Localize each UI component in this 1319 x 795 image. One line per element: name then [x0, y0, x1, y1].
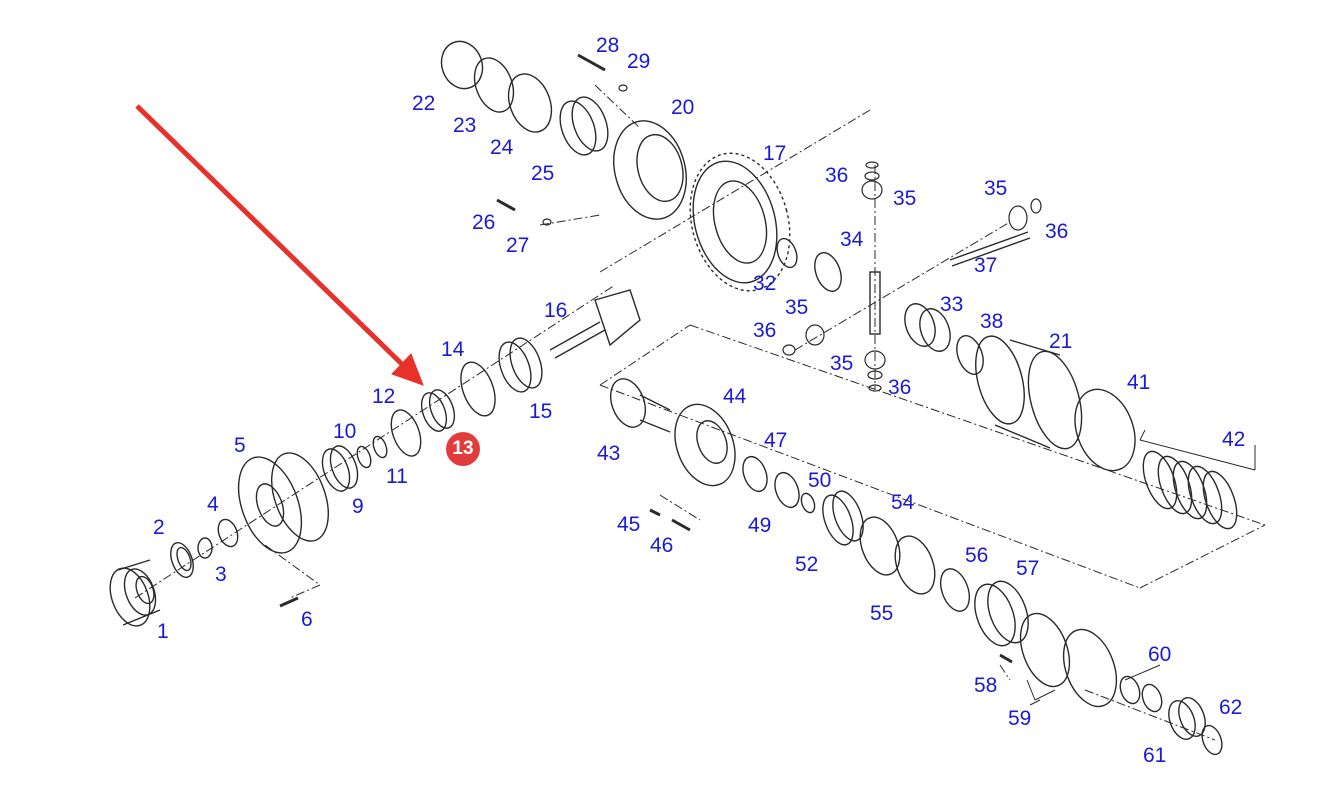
- part-label: 61: [1143, 744, 1167, 767]
- part-label: 24: [490, 136, 514, 159]
- part-label: 14: [441, 338, 465, 361]
- part-label: 37: [974, 254, 998, 277]
- part-label: 17: [763, 142, 787, 165]
- part-label: 60: [1148, 643, 1172, 666]
- part-label: 26: [472, 211, 496, 234]
- part-label: 36: [825, 164, 849, 187]
- part-label: 41: [1127, 371, 1151, 394]
- part-label: 56: [965, 544, 989, 567]
- part-label: 49: [748, 514, 772, 537]
- part-label: 20: [671, 96, 695, 119]
- part-label: 58: [974, 674, 998, 697]
- part-label: 62: [1219, 696, 1243, 719]
- part-label: 23: [453, 114, 477, 137]
- part-label: 2: [153, 516, 165, 539]
- pointer-arrow: [135, 104, 424, 386]
- part-label: 33: [940, 293, 964, 316]
- part-42-disc-pack: [1142, 450, 1238, 530]
- part-label: 36: [888, 376, 912, 399]
- part-label: 11: [386, 465, 408, 488]
- part-label: 35: [893, 187, 917, 210]
- part-20-carrier: [613, 120, 687, 220]
- part-label: 22: [412, 92, 436, 115]
- part-label: 54: [891, 491, 915, 514]
- part-label: 36: [753, 319, 777, 342]
- part-label: 27: [506, 234, 530, 257]
- part-label: 46: [650, 534, 674, 557]
- part-label: 1: [157, 620, 169, 643]
- part-label: 42: [1222, 428, 1246, 451]
- part-label: 29: [627, 50, 651, 73]
- part-label: 55: [870, 602, 894, 625]
- part-label: 35: [830, 352, 854, 375]
- part-label: 36: [1045, 220, 1069, 243]
- part-label: 12: [372, 385, 396, 408]
- part-label: 9: [352, 495, 364, 518]
- part-label: 21: [1049, 330, 1073, 353]
- part-17-crown-gear: [689, 152, 791, 292]
- part-label: 34: [840, 228, 864, 251]
- part-label: 45: [617, 513, 641, 536]
- part-label: 3: [215, 563, 227, 586]
- part-label: 4: [207, 493, 219, 516]
- part-label: 25: [531, 162, 555, 185]
- part-label: 47: [764, 429, 788, 452]
- part-16-pinion: [549, 289, 641, 359]
- part-label: 5: [234, 434, 246, 457]
- part-label: 28: [596, 34, 620, 57]
- part-label: 32: [753, 272, 777, 295]
- part-label: 35: [984, 177, 1008, 200]
- part-label: 59: [1008, 707, 1032, 730]
- part-1-flange: [109, 559, 161, 627]
- part-label: 6: [301, 608, 313, 631]
- part-21-housing: [975, 335, 1083, 450]
- part-label: 44: [723, 385, 747, 408]
- part-label: 57: [1016, 557, 1040, 580]
- part-label: 50: [808, 469, 832, 492]
- part-label: 38: [980, 310, 1004, 333]
- part-label: 43: [597, 442, 621, 465]
- part-label: 16: [544, 299, 568, 322]
- highlight-badge: 13: [446, 432, 480, 466]
- part-label: 35: [785, 296, 809, 319]
- part-label: 15: [529, 400, 553, 423]
- part-label: 52: [795, 553, 819, 576]
- part-label: 10: [333, 420, 357, 443]
- part-5-housing: [237, 452, 329, 554]
